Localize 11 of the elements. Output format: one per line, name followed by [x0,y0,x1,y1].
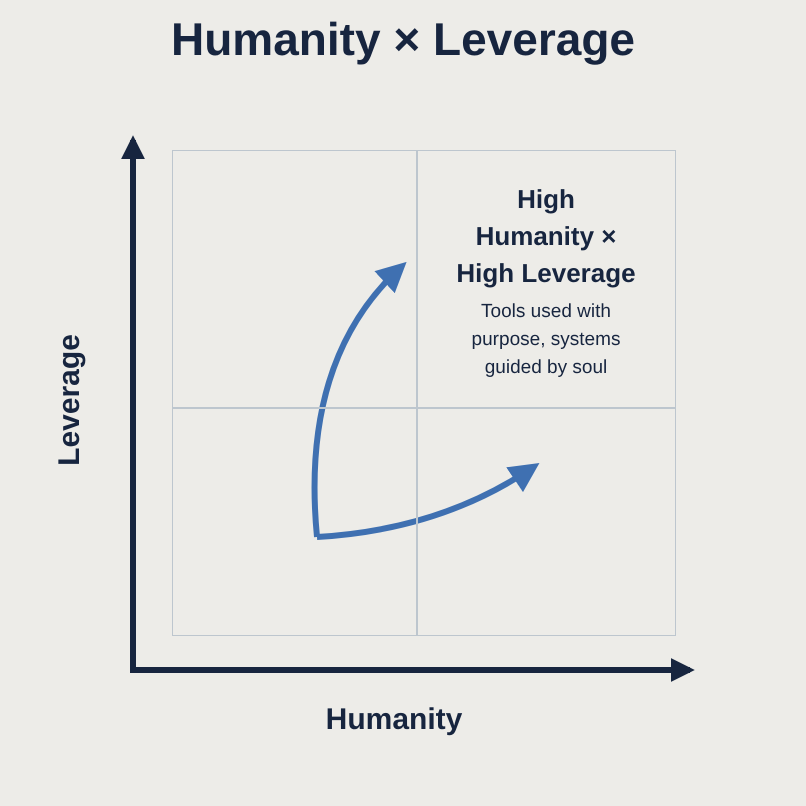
quadrant-box [416,407,676,636]
axis-label: Leverage [53,334,87,466]
axis-label: Humanity [326,703,462,737]
quadrant-description: Tools used with purpose, systems guided by soul [470,300,622,380]
quadrant-heading: High Humanity × High Leverage [455,183,637,290]
arrow [316,463,540,540]
quadrant-box [172,150,418,409]
quadrant-box [172,407,418,636]
title: Humanity × Leverage [170,12,636,66]
quadrant-box [416,150,676,409]
arrow [312,262,406,538]
